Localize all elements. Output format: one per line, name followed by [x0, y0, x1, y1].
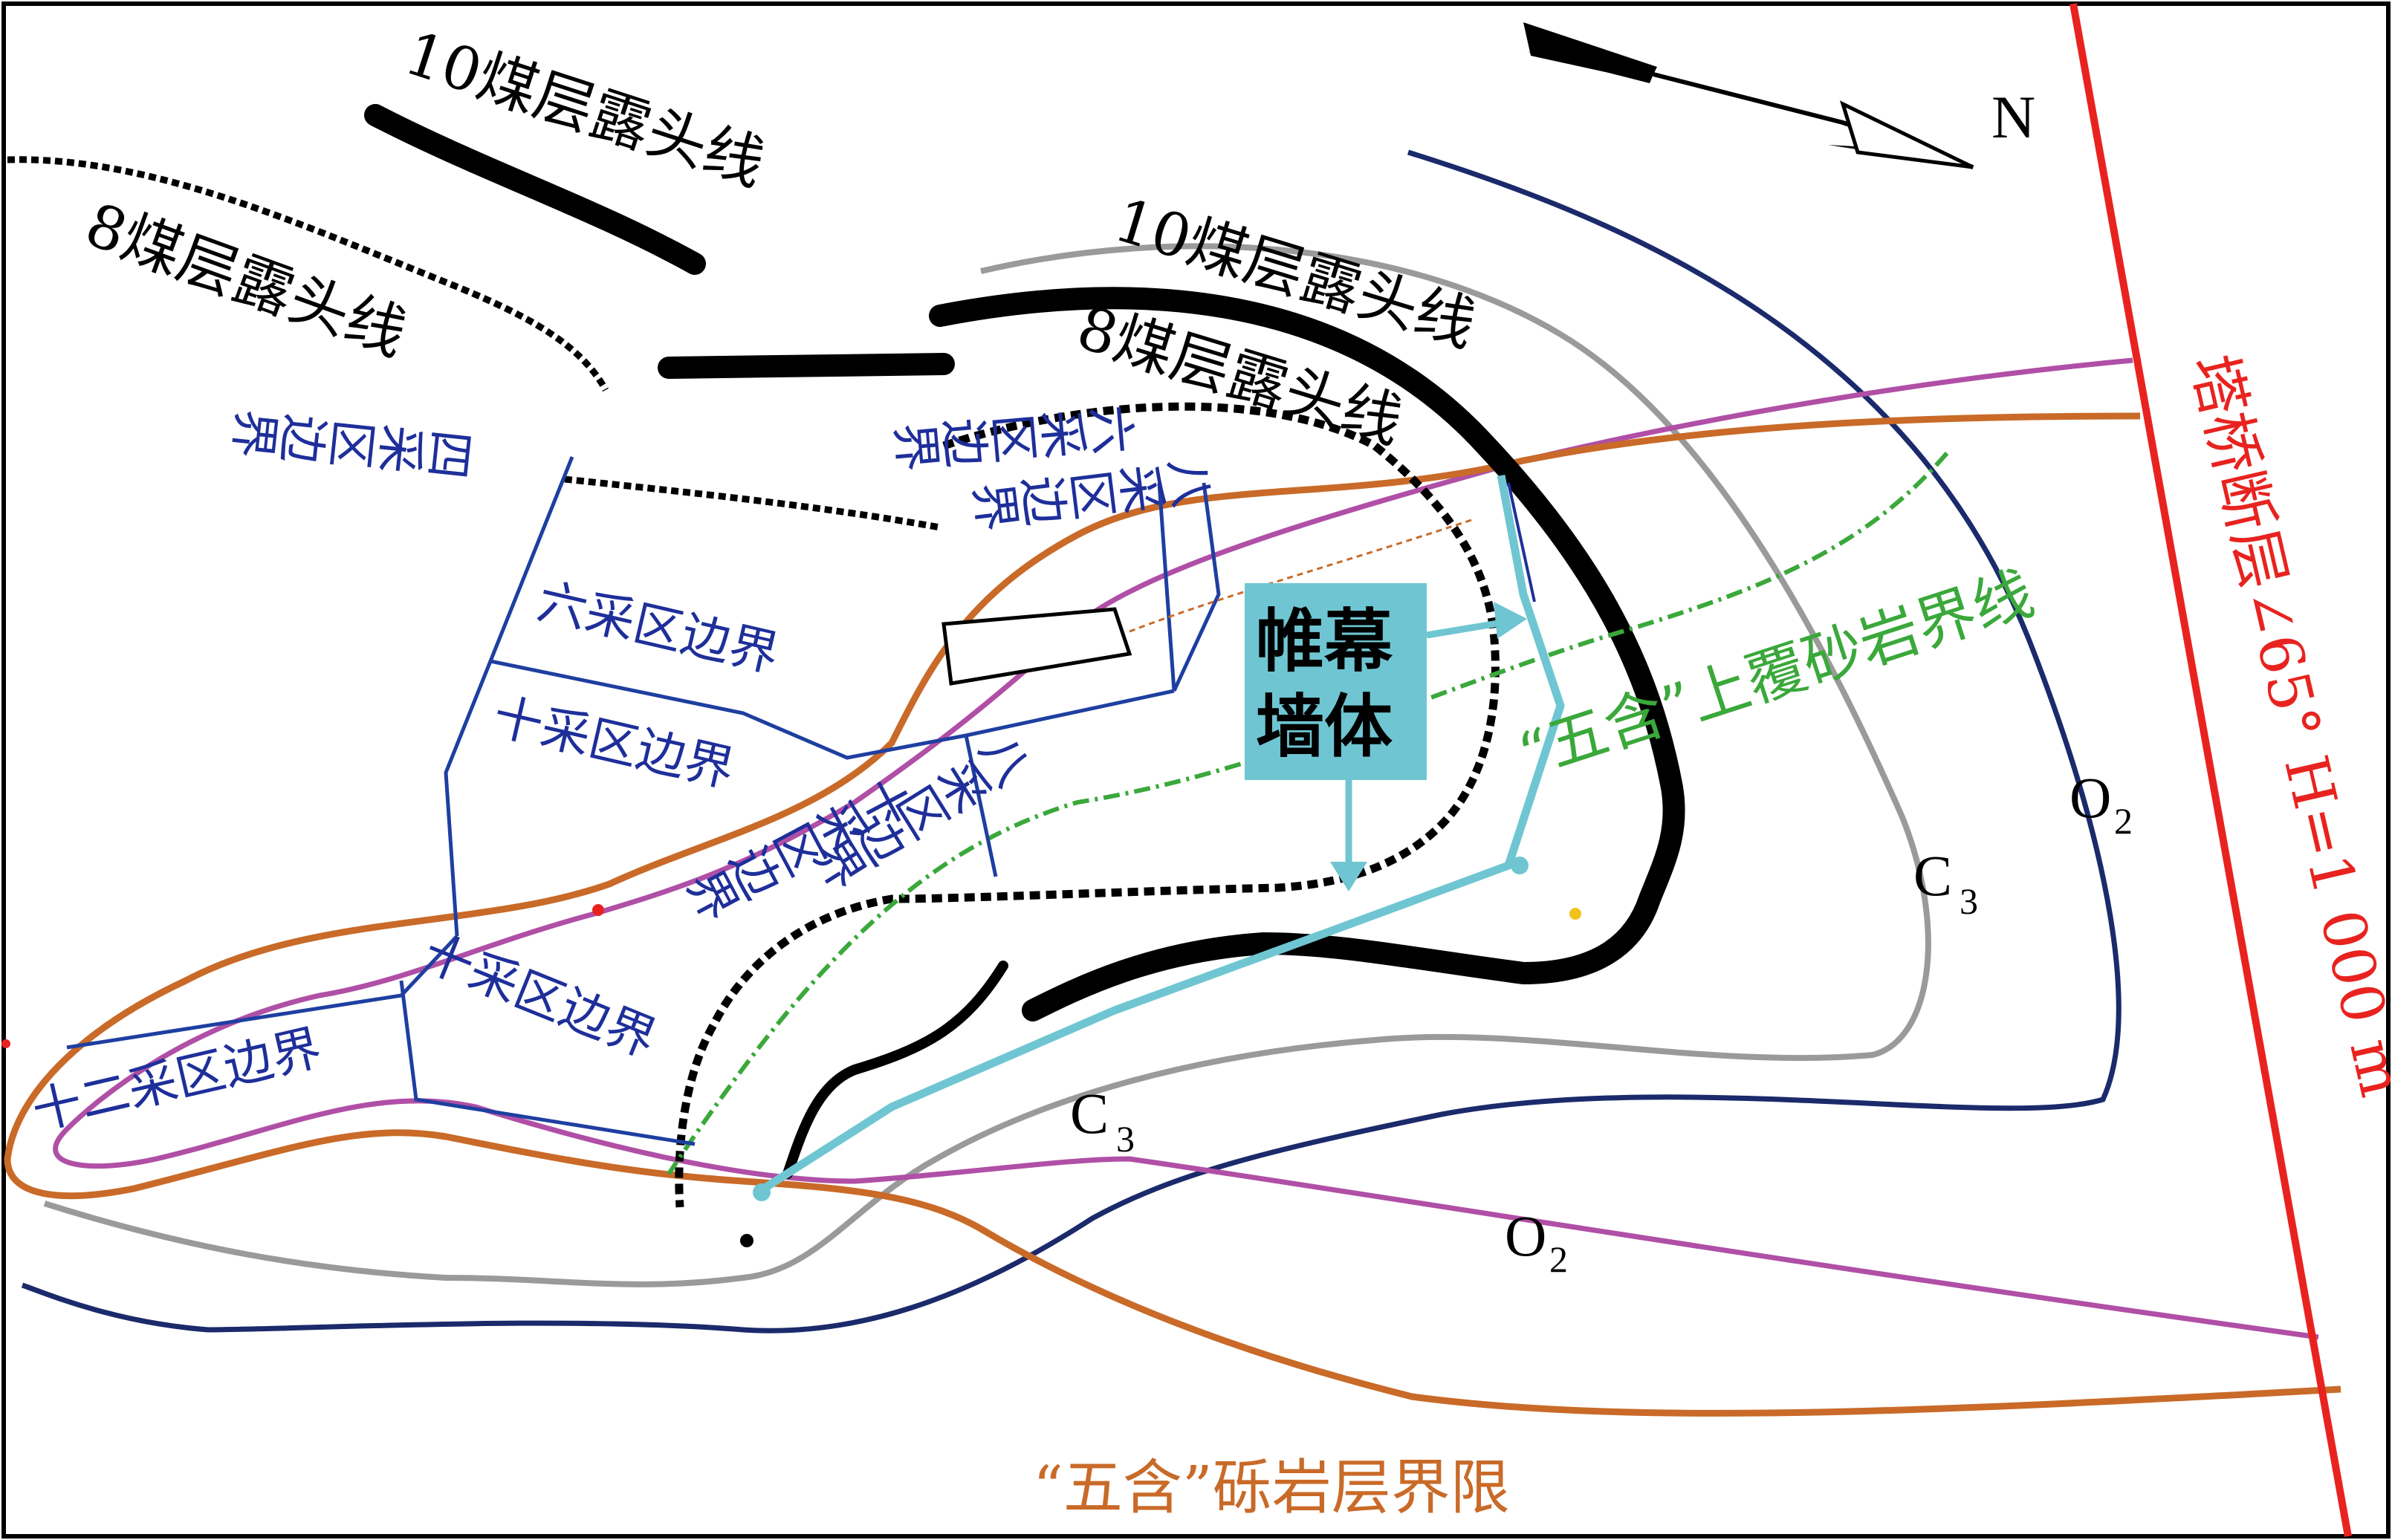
cyan-node-marker	[1511, 857, 1529, 874]
area4-boundary-label: 四采区边界	[229, 399, 479, 481]
c3-center-letter: C	[1070, 1081, 1109, 1146]
thin-dashed-line	[1129, 519, 1472, 633]
o2-right-letter: O	[2069, 765, 2111, 830]
curtain-wall-label-line2: 墙体	[1256, 686, 1393, 767]
curtain-wall-inner-line	[1507, 482, 1536, 602]
coal8-outcrop-upper-line	[7, 156, 609, 392]
curtain-wall-line	[756, 474, 1565, 1196]
o2-right-subscript: 2	[2114, 800, 2133, 842]
yellow-dot-marker	[1569, 908, 1581, 920]
curtain-wall-label: 帷幕 墙体	[1245, 583, 1527, 891]
area6-boundary-label-left: 六采区边界	[532, 573, 784, 683]
o2-bottom-label: O 2	[1505, 1203, 1568, 1280]
o2-boundary-line	[21, 149, 2122, 1333]
c3-right-label: C 3	[1913, 843, 1978, 922]
coal10-outcrop-main-line	[929, 287, 1685, 1021]
o2-bottom-subscript: 2	[1549, 1238, 1568, 1280]
c3-center-subscript: 3	[1116, 1118, 1135, 1160]
c3-boundary-line	[43, 243, 1931, 1287]
coal10-outcrop-lower-segment	[782, 961, 1008, 1179]
mining-boundary-lines	[66, 456, 1221, 1146]
c3-center-label: C 3	[1070, 1081, 1135, 1160]
coal8-label-top: 8煤层露头线	[77, 189, 416, 369]
wuhan-sandstone-boundary-line	[667, 452, 1949, 1175]
red-dot-marker	[592, 904, 604, 916]
wuhan-gravel-boundary-line	[4, 412, 2341, 1417]
c3-right-subscript: 3	[1960, 880, 1978, 922]
black-dot-marker	[740, 1234, 753, 1247]
curtain-wall-label-box	[1245, 583, 1427, 780]
coal10-label-top: 10煤层露头线	[397, 19, 773, 200]
coal10-outcrop-middle-segment	[658, 353, 955, 379]
fault-label: 塔桥断层∠65° H=1 000 m	[2178, 348, 2392, 1102]
north-label: N	[1991, 83, 2035, 151]
wuhan-gravel-label: “五含”砾岩层界限	[1033, 1453, 1510, 1522]
taqiao-fault-line	[2069, 3, 2352, 1537]
left-edge-dot	[1, 1039, 10, 1048]
small-rectangle-marker	[941, 607, 1132, 686]
o2-bottom-letter: O	[1505, 1203, 1546, 1268]
area10-boundary-label-lower: 十采区边界	[415, 923, 664, 1068]
coal8-outcrop-main-line	[675, 402, 1500, 1208]
coal8-outcrop-middle-line	[564, 475, 941, 531]
north-arrow-icon	[1523, 22, 1974, 169]
magenta-boundary-line	[53, 357, 2319, 1340]
cyan-end-marker	[753, 1183, 771, 1201]
o2-right-label: O 2	[2069, 765, 2133, 842]
curtain-wall-label-line1: 帷幕	[1256, 601, 1393, 681]
c3-right-letter: C	[1913, 843, 1952, 908]
coal10-outcrop-upper-segment	[364, 104, 706, 275]
